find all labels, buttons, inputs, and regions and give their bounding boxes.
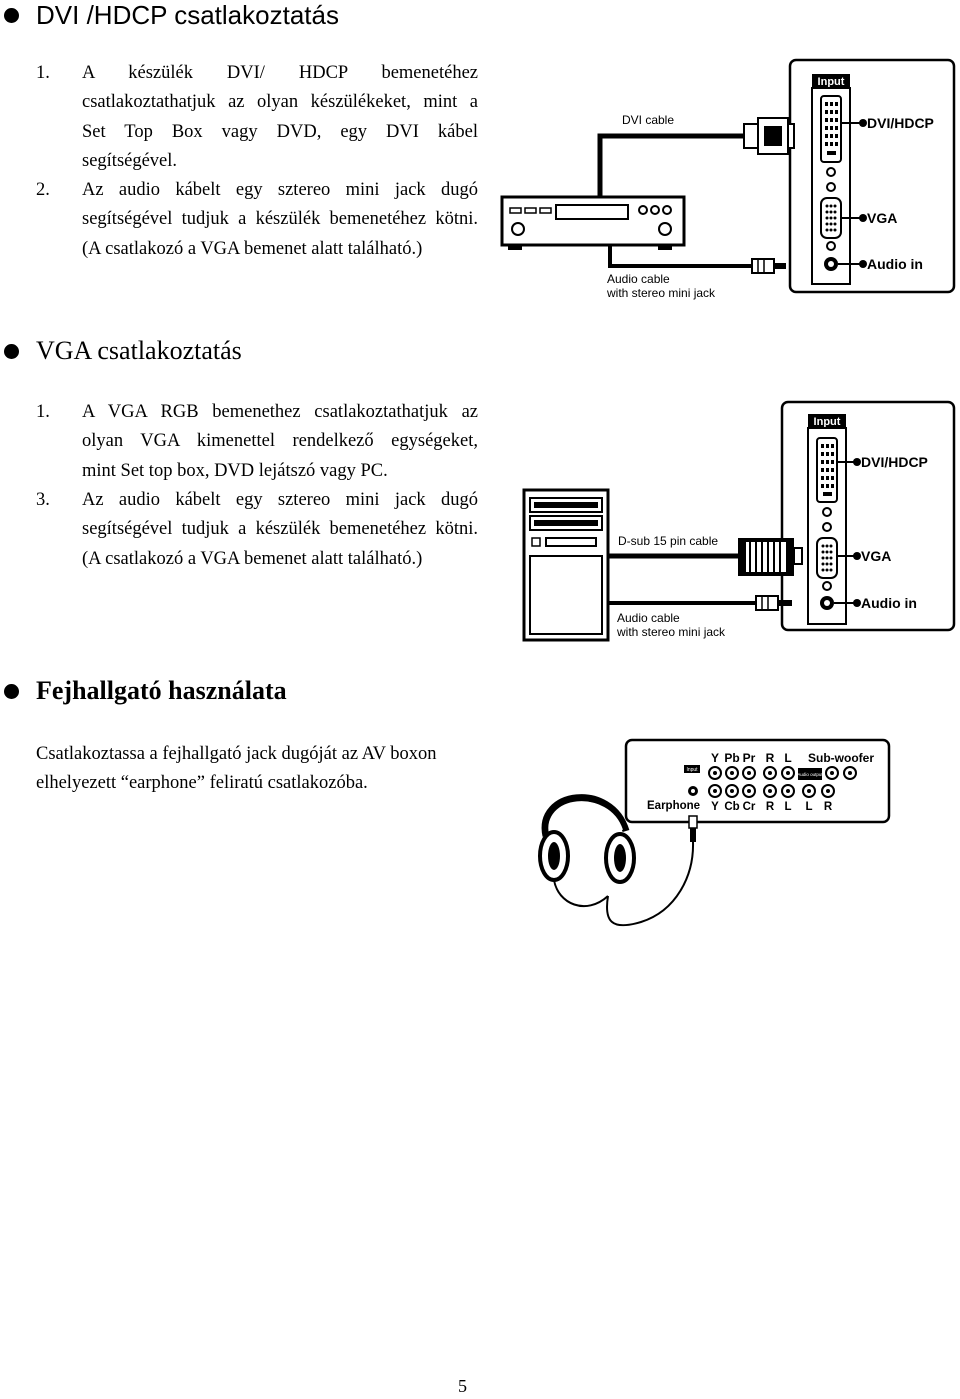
page-number: 5: [458, 1376, 467, 1396]
jack-label: Cr: [743, 801, 756, 813]
jack-label: R: [766, 751, 775, 765]
item-number: 2.: [36, 180, 50, 200]
vga-label: VGA: [861, 548, 891, 564]
section-heading-dvi: DVI /HDCP csatlakoztatás: [0, 0, 339, 31]
jack-label: Pr: [743, 751, 756, 765]
list-item: 1. A készülék DVI/ HDCP bemenetéhez csat…: [36, 59, 478, 176]
input-column: [811, 87, 851, 285]
jack-label: Sub-woofer: [808, 751, 874, 765]
dvi-cable: [597, 133, 744, 197]
dvi-pins: [821, 444, 834, 496]
vga-connection-diagram: Input DVI/HDCP VGA Audio in: [520, 398, 960, 648]
earphone-label: Earphone: [647, 800, 700, 812]
dvi-pins: [825, 102, 838, 155]
jack-label: R: [766, 801, 775, 813]
rca-jacks-bottom: [708, 784, 835, 798]
input-tag-label: Input: [818, 76, 845, 88]
item-line: Set Top Box vagy DVD, egy DVI kábel: [82, 121, 478, 142]
dvi-plug-icon: [743, 123, 759, 149]
jack-label: Y: [711, 751, 719, 765]
bullet-icon: [4, 343, 19, 359]
input-tag: [684, 765, 700, 773]
screw-icon: [822, 581, 832, 591]
screw-icon: [822, 507, 832, 517]
screw-icon: [826, 182, 836, 192]
dsub-cable-label: D-sub 15 pin cable: [618, 534, 718, 548]
item-line: A készülék DVI/ HDCP bemenetéhez: [82, 63, 478, 83]
dvi-hdcp-label: DVI/HDCP: [861, 454, 928, 470]
input-tag-label: Input: [686, 767, 698, 773]
jack-label: Pb: [724, 751, 739, 765]
vga-pins: [821, 544, 833, 572]
section-heading-headphones: Fejhallgató használata: [0, 676, 287, 706]
item-line: segítségével tudjuk a készülék bemenetéh…: [82, 209, 478, 230]
audio-cable-label: with stereo mini jack: [616, 625, 726, 639]
dvi-cable-label: DVI cable: [622, 113, 674, 127]
jack-label: L: [784, 801, 791, 813]
dvi-hdcp-label: DVI/HDCP: [867, 115, 934, 131]
av-box-panel: [624, 738, 891, 824]
item-line: Az audio kábelt egy sztereo mini jack du…: [82, 490, 478, 510]
earphone-plug-icon: [688, 815, 698, 829]
input-column: [807, 427, 847, 625]
item-line: A VGA RGB bemenethez csatlakoztathatjuk …: [82, 402, 478, 422]
audio-cable-label: Audio cable: [607, 272, 670, 286]
headphone-instructions: Csatlakoztassa a fejhallgató jack dugójá…: [36, 740, 437, 799]
section-title: DVI /HDCP csatlakoztatás: [36, 0, 339, 30]
item-line: segítségével tudjuk a készülék bemenetéh…: [82, 519, 478, 540]
audio-in-label: Audio in: [867, 256, 923, 272]
paragraph-line: Csatlakoztassa a fejhallgató jack dugójá…: [36, 744, 437, 764]
earphone-diagram: Y Pb Pr R L Sub-woofer Input Audio outpu…: [526, 736, 896, 936]
section-heading-vga: VGA csatlakoztatás: [0, 336, 242, 366]
item-number: 3.: [36, 490, 50, 510]
list-item: 2. Az audio kábelt egy sztereo mini jack…: [36, 176, 478, 264]
bullet-icon: [4, 8, 19, 23]
rca-jacks-top: [708, 766, 857, 780]
earphone-cable: [606, 841, 695, 927]
dvi-diagram-svg: Input DVI/HDCP VGA: [500, 58, 956, 300]
vga-pins: [825, 204, 837, 232]
input-tag: [808, 414, 846, 428]
item-line: olyan VGA kimenettel rendelkező egységek…: [82, 431, 478, 452]
item-line: segítségével.: [82, 150, 178, 171]
audio-cable-label: Audio cable: [617, 611, 680, 625]
mini-jack-plug-icon: [755, 595, 779, 611]
item-number: 1.: [36, 402, 50, 422]
mini-jack-plug-icon: [751, 258, 775, 274]
input-tag-label: Input: [814, 416, 841, 428]
jack-label: L: [805, 801, 812, 813]
earphone-diagram-svg: Y Pb Pr R L Sub-woofer Input Audio outpu…: [538, 738, 891, 927]
paragraph-line: elhelyezett “earphone” feliratú csatlako…: [36, 773, 368, 794]
audio-in-label: Audio in: [861, 595, 917, 611]
screw-icon: [826, 167, 836, 177]
audio-cable-label: with stereo mini jack: [606, 286, 716, 300]
audio-cable: [608, 245, 752, 268]
jack-label: R: [824, 801, 833, 813]
list-item: 3. Az audio kábelt egy sztereo mini jack…: [36, 486, 478, 574]
jack-label: Cb: [724, 801, 739, 813]
item-line: (A csatlakozó a VGA bemenet alatt találh…: [82, 238, 423, 259]
audio-output-tag: [798, 768, 822, 780]
dvi-connection-diagram: Input DVI/HDCP VGA: [496, 56, 960, 306]
item-number: 1.: [36, 63, 50, 83]
vga-diagram-svg: Input DVI/HDCP VGA Audio in: [522, 400, 956, 642]
section-title: VGA csatlakoztatás: [36, 336, 242, 365]
headphones-icon: [538, 794, 636, 907]
item-line: Az audio kábelt egy sztereo mini jack du…: [82, 180, 478, 200]
item-line: csatlakoztathatjuk az olyan készülékeket…: [82, 92, 478, 113]
jack-label: Y: [711, 801, 719, 813]
list-item: 1. A VGA RGB bemenethez csatlakoztathatj…: [36, 398, 478, 486]
input-tag: [812, 74, 850, 88]
bullet-icon: [4, 683, 19, 699]
item-line: (A csatlakozó a VGA bemenet alatt találh…: [82, 548, 423, 569]
screw-icon: [826, 241, 836, 251]
item-line: mint Set top box, DVD lejátszó vagy PC.: [82, 460, 388, 481]
audio-output-tag-label: Audio output: [797, 772, 823, 777]
vga-label: VGA: [867, 210, 897, 226]
screw-icon: [822, 522, 832, 532]
section-title: Fejhallgató használata: [36, 676, 287, 705]
jack-label: L: [784, 751, 791, 765]
